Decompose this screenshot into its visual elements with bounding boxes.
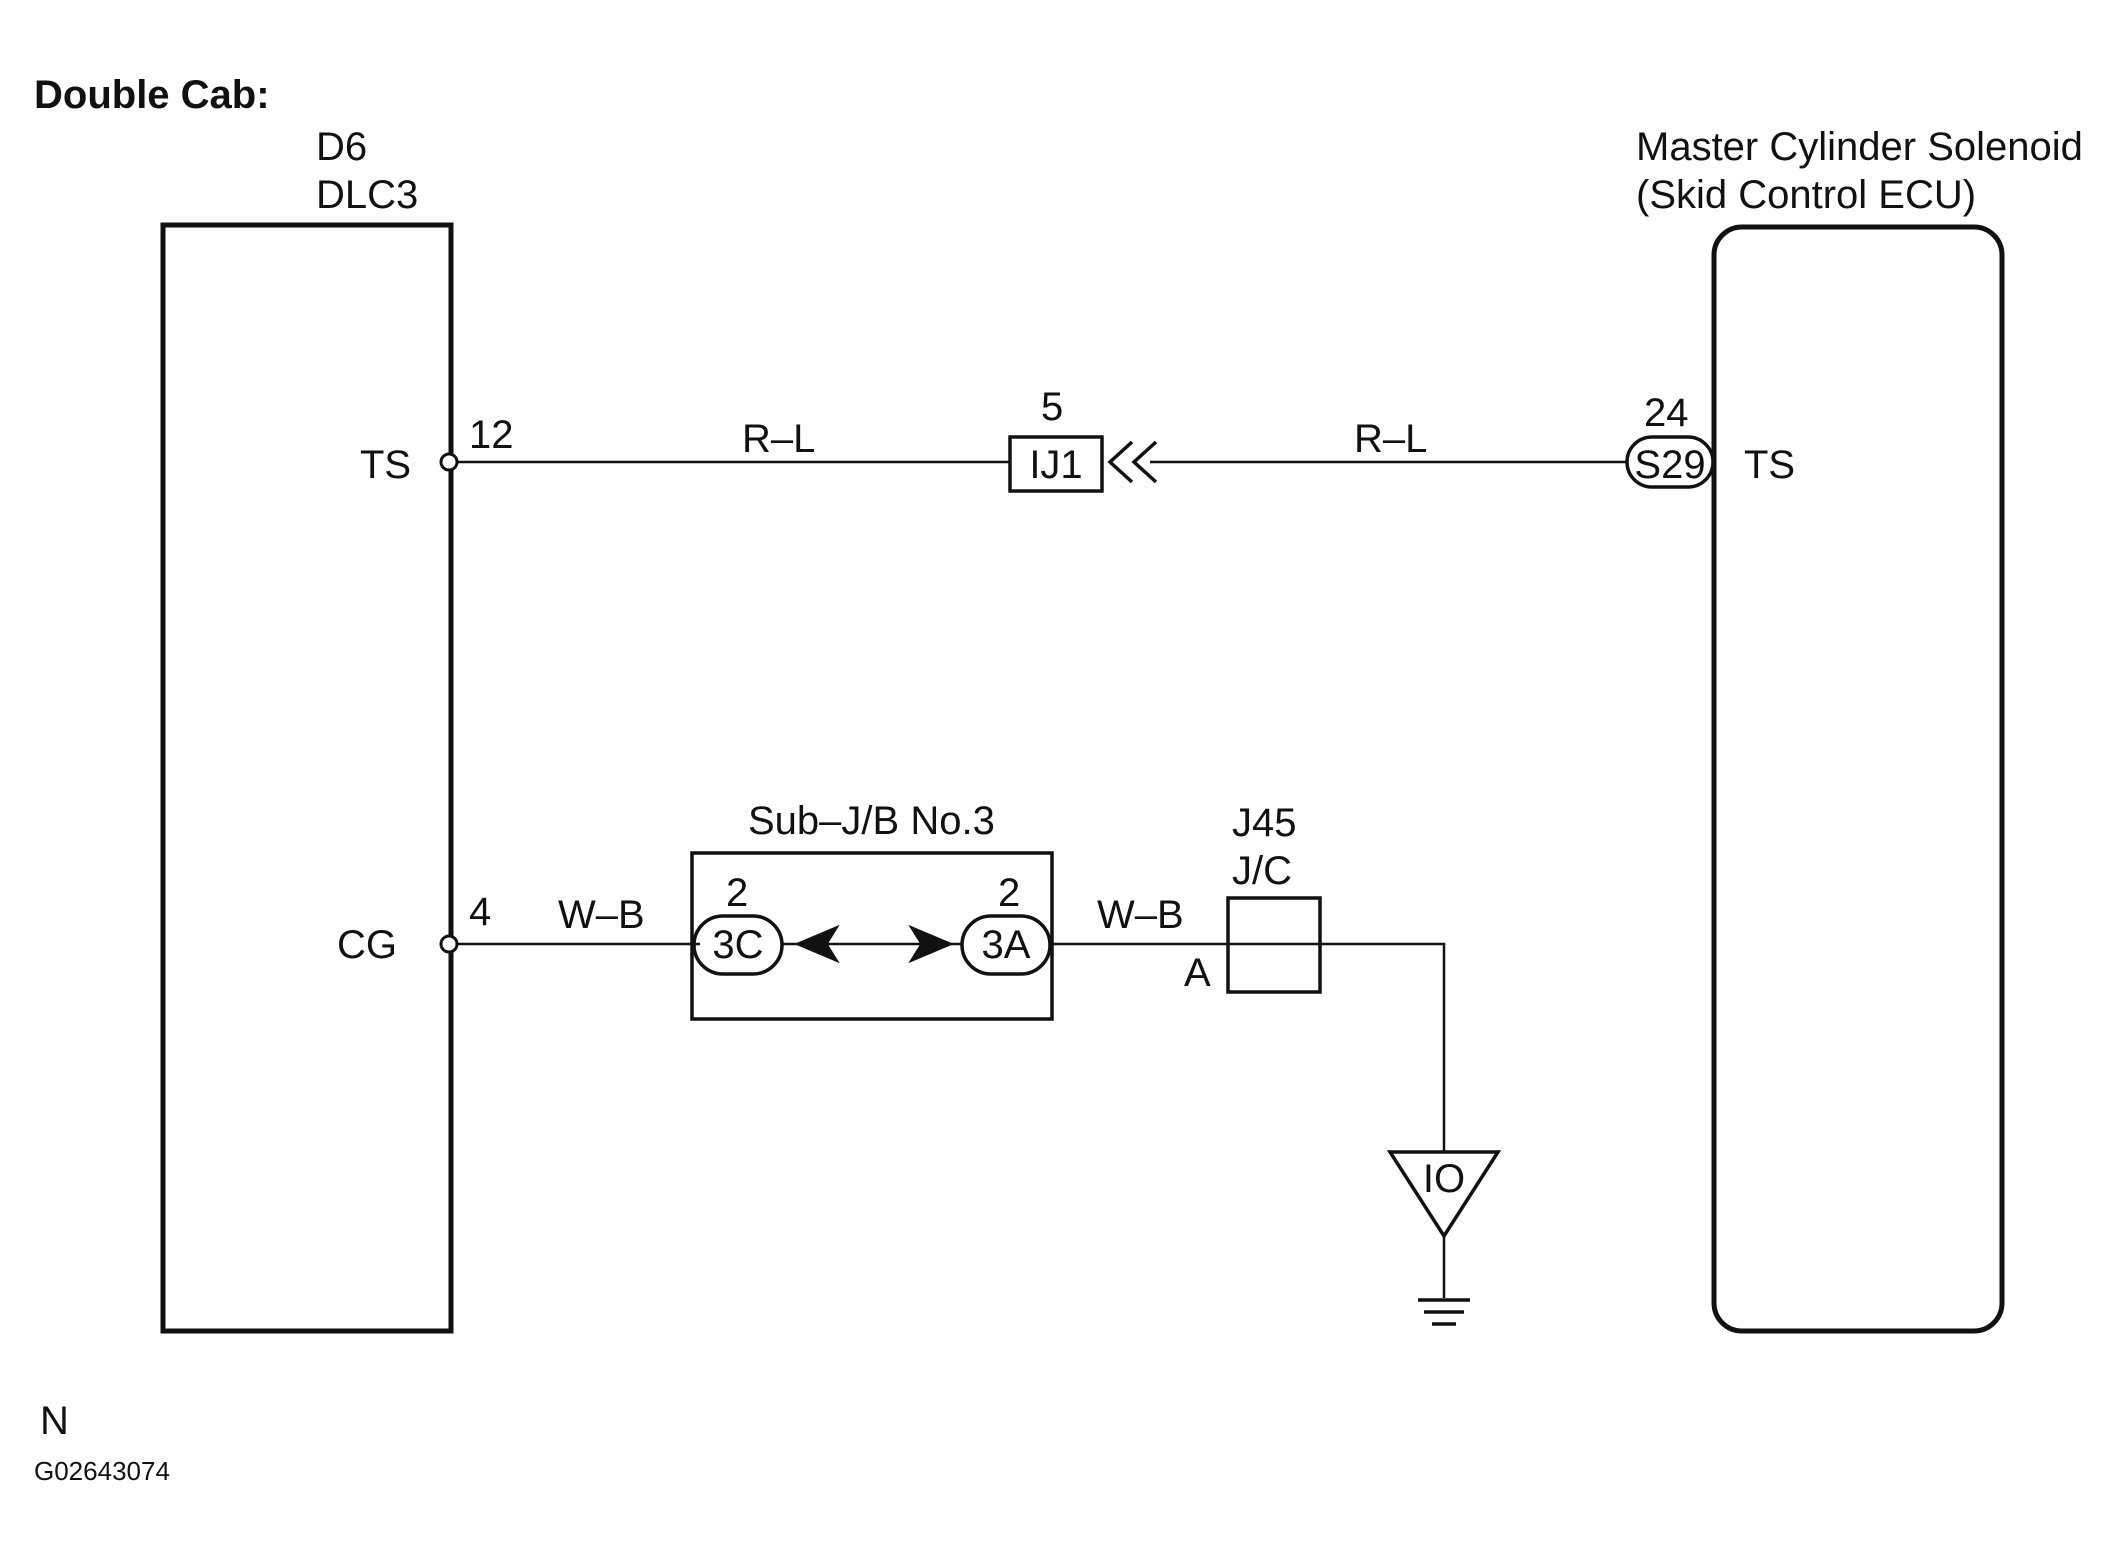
subjb-box: [690, 851, 1054, 1021]
cg-wire-left-color: W–B: [558, 893, 645, 937]
ts-wire-left-color: R–L: [742, 417, 815, 461]
ecu-box: [1711, 224, 2005, 1334]
dlc3-pin-ts-label: TS: [360, 443, 411, 487]
ecu-component: Master Cylinder Solenoid (Skid Control E…: [1625, 125, 2083, 1334]
dlc3-pin-cg-number: 4: [469, 890, 491, 934]
ts-circuit: R–L R–L 5 IJ1: [457, 385, 1627, 493]
diagram-title: Double Cab:: [34, 73, 270, 117]
ecu-name-line2: (Skid Control ECU): [1636, 173, 1976, 217]
cg-wire-right-color: W–B: [1097, 893, 1184, 937]
subjb-title: Sub–J/B No.3: [748, 799, 995, 843]
ground-point-label: IO: [1423, 1157, 1465, 1201]
ij1-pin: 5: [1041, 385, 1063, 429]
dlc3-box: [160, 222, 454, 1334]
ecu-pin-ts-number: 24: [1644, 391, 1689, 435]
dlc3-component: D6 DLC3 TS CG 12 4: [160, 125, 514, 1334]
ecu-name-line1: Master Cylinder Solenoid: [1636, 125, 2083, 169]
ts-wire-right-color: R–L: [1354, 417, 1427, 461]
ij1-label: IJ1: [1029, 443, 1082, 487]
ground-icon: [1418, 1298, 1470, 1326]
ij1-connector: [1008, 435, 1104, 493]
subjb-right-connector: 3A: [982, 923, 1031, 967]
subjb-right-pin: 2: [998, 871, 1020, 915]
region-code: N: [40, 1399, 69, 1443]
ecu-pin-ts-label: TS: [1744, 443, 1795, 487]
ground-wire: [1320, 942, 1446, 1152]
dlc3-pin-ts-number: 12: [469, 413, 514, 457]
subjb-left-pin: 2: [726, 871, 748, 915]
ground-point-triangle: [1386, 1150, 1502, 1240]
ij1-male-arrow-icon: [1107, 440, 1158, 484]
subjb-left-connector: 3C: [712, 923, 763, 967]
dlc3-pin-cg-label: CG: [337, 923, 397, 967]
dlc3-ref: D6: [316, 125, 367, 169]
figure-id: G02643074: [34, 1456, 170, 1486]
dlc3-name: DLC3: [316, 173, 418, 217]
dlc3-ts-terminal: [439, 452, 459, 472]
cg-circuit: W–B Sub–J/B No.3 2 3C 2 3A W–B J45 J/C A…: [457, 799, 1502, 1326]
j45-terminal: A: [1184, 951, 1211, 995]
j45-ref: J45: [1232, 801, 1297, 845]
dlc3-cg-terminal: [439, 934, 459, 954]
j45-name: J/C: [1232, 849, 1292, 893]
subjb-right-arrow-icon: [908, 924, 954, 964]
ecu-connector-label: S29: [1634, 443, 1705, 487]
